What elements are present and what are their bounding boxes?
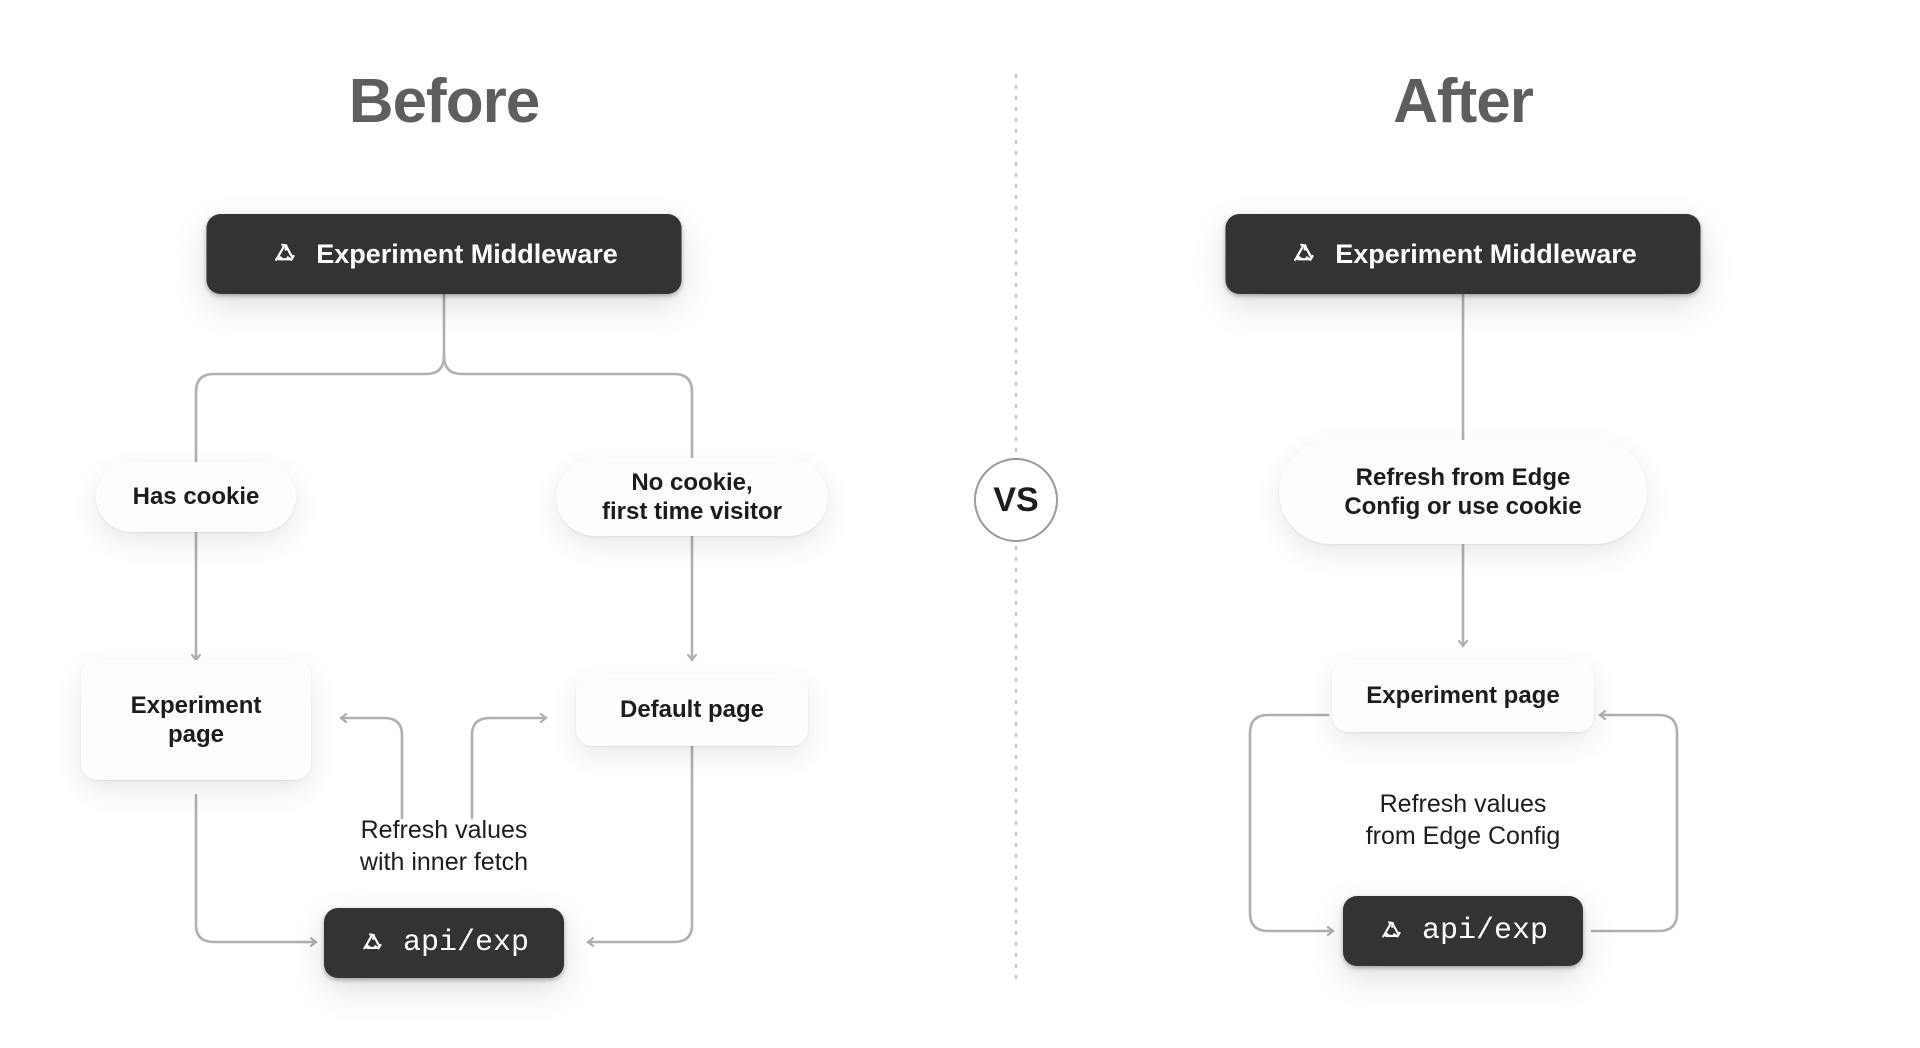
before-no-cookie-label: No cookie, first time visitor xyxy=(601,468,783,525)
before-refresh-caption: Refresh values with inner fetch xyxy=(359,816,529,876)
after-api-exp-label: api/exp xyxy=(1421,914,1549,948)
vs-badge: VS xyxy=(974,458,1058,542)
before-experiment-page-node[interactable]: Experiment page xyxy=(81,660,311,780)
wire-api-to-experiment-page-return xyxy=(339,713,404,820)
triangle-refresh-icon xyxy=(1378,917,1406,945)
before-api-exp-label: api/exp xyxy=(402,926,530,960)
triangle-refresh-icon xyxy=(270,239,300,269)
before-experiment-page-label: Experiment page xyxy=(130,691,262,748)
after-experiment-page-label: Experiment page xyxy=(1366,682,1560,710)
before-default-page-node[interactable]: Default page xyxy=(576,674,808,746)
after-refresh-decision-node[interactable]: Refresh from Edge Config or use cookie xyxy=(1279,440,1647,544)
after-refresh-decision-label: Refresh from Edge Config or use cookie xyxy=(1344,463,1582,520)
wire-default-page-to-api-inner xyxy=(470,713,548,820)
after-middleware-label: Experiment Middleware xyxy=(1335,238,1637,269)
after-experiment-middleware-node[interactable]: Experiment Middleware xyxy=(1225,214,1701,294)
after-heading: After xyxy=(1393,67,1534,136)
before-no-cookie-node[interactable]: No cookie, first time visitor xyxy=(556,458,828,536)
triangle-refresh-icon xyxy=(359,929,387,957)
triangle-refresh-icon xyxy=(1289,239,1319,269)
before-has-cookie-label: Has cookie xyxy=(132,483,260,511)
before-heading: Before xyxy=(348,67,540,136)
wire-before-split-left xyxy=(194,354,446,464)
before-default-page-label: Default page xyxy=(619,696,765,724)
wire-before-split-right xyxy=(442,354,694,464)
after-api-exp-node[interactable]: api/exp xyxy=(1343,896,1583,966)
after-refresh-caption: Refresh values from Edge Config xyxy=(1365,790,1561,850)
before-middleware-label: Experiment Middleware xyxy=(316,238,618,269)
before-api-exp-node[interactable]: api/exp xyxy=(324,908,564,978)
before-experiment-middleware-node[interactable]: Experiment Middleware xyxy=(206,214,682,294)
after-experiment-page-node[interactable]: Experiment page xyxy=(1332,660,1594,732)
before-has-cookie-node[interactable]: Has cookie xyxy=(96,462,296,532)
